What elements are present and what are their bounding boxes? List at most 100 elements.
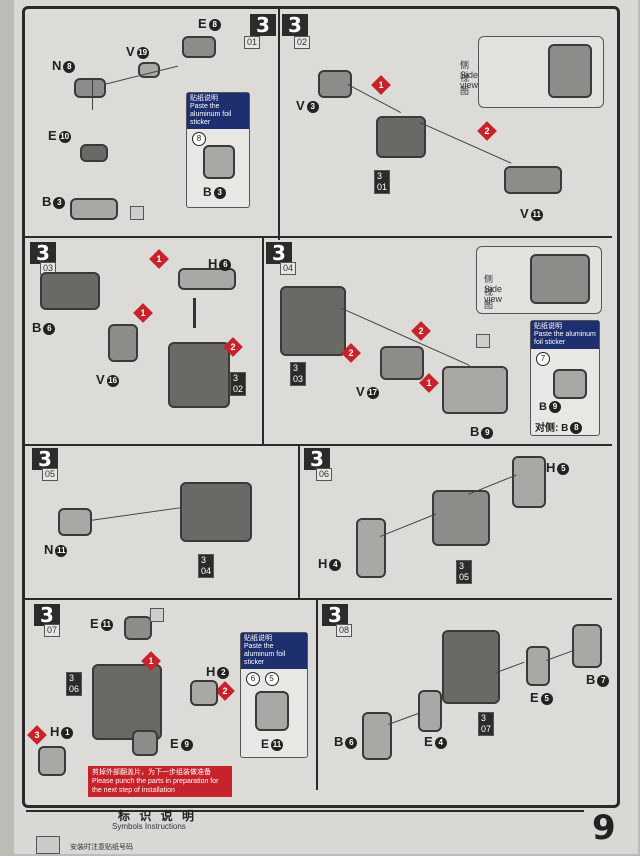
step-ref: 3 03 <box>290 362 307 386</box>
part-h6 <box>178 268 236 290</box>
step-order-marker: 1 <box>419 373 439 393</box>
side-view-sub: Side view <box>460 70 479 90</box>
step-number: 3 <box>250 14 276 36</box>
step-order-marker: 2 <box>223 337 243 357</box>
part-v3 <box>318 70 352 98</box>
divider <box>316 600 318 790</box>
step-number: 3 <box>30 242 56 264</box>
symbols-section <box>26 810 584 856</box>
warning-note: 剪掉外部翻盖片，为下一步组装做准备 Please punch the parts… <box>88 766 232 797</box>
step-sub: 01 <box>244 36 261 49</box>
step-order-marker: 1 <box>133 303 153 323</box>
symbol-description: 安装时注意贴纸号码 <box>70 844 133 851</box>
sticker-symbol-icon <box>36 836 60 854</box>
divider <box>24 444 612 446</box>
step-sub: 08 <box>336 624 353 637</box>
divider <box>278 8 280 240</box>
step-order-marker: 1 <box>141 651 161 671</box>
step-sub: 05 <box>42 468 59 481</box>
part-main-body <box>180 482 252 542</box>
step-number: 3 <box>304 448 330 470</box>
part-b3 <box>70 198 118 220</box>
step-ref: 3 05 <box>456 560 473 584</box>
step-order-marker: 2 <box>411 321 431 341</box>
part-b6 <box>40 272 100 310</box>
divider <box>262 238 264 444</box>
part-v16 <box>108 324 138 362</box>
part-e9 <box>132 730 158 756</box>
side-view-title: 侧视图 <box>460 60 470 96</box>
part-main-body <box>168 342 230 408</box>
part-e11 <box>124 616 152 640</box>
assembly-arrow <box>92 78 93 110</box>
side-view-sub: Side view <box>484 284 503 304</box>
step-order-marker: 2 <box>215 681 235 701</box>
divider <box>24 236 612 238</box>
step-ref: 3 01 <box>374 170 391 194</box>
side-view-part <box>548 44 592 98</box>
sticker-symbol <box>150 608 164 622</box>
step-number: 3 <box>266 242 292 264</box>
assembly-arrow <box>193 298 196 328</box>
step-order-marker: 2 <box>477 121 497 141</box>
part-e10 <box>80 144 108 162</box>
step-order-marker: 1 <box>371 75 391 95</box>
step-order-marker: 1 <box>149 249 169 269</box>
part-v11 <box>504 166 562 194</box>
part-e8 <box>182 36 216 58</box>
step-sub: 04 <box>280 262 297 275</box>
page-number: 9 <box>592 808 616 848</box>
part-main-body <box>280 286 346 356</box>
part-b6 <box>362 712 392 760</box>
step-sub: 07 <box>44 624 61 637</box>
step-ref: 3 04 <box>198 554 215 578</box>
part-h2 <box>190 680 218 706</box>
sticker-symbol <box>130 206 144 220</box>
part-n11 <box>58 508 92 536</box>
step-number: 3 <box>34 604 60 626</box>
step-ref: 3 02 <box>230 372 247 396</box>
side-view-title: 侧视图 <box>484 274 494 310</box>
part-e4 <box>418 690 442 732</box>
symbols-subtitle: Symbols Instructions <box>112 822 186 831</box>
sticker-symbol <box>476 334 490 348</box>
step-ref: 3 06 <box>66 672 83 696</box>
divider <box>24 598 612 600</box>
sticker-part-shape <box>255 691 289 731</box>
step-number: 3 <box>32 448 58 470</box>
step-number: 3 <box>282 14 308 36</box>
divider <box>298 446 300 598</box>
part-n8 <box>74 78 106 98</box>
part-main-body <box>92 664 162 740</box>
sticker-part-shape <box>553 369 587 399</box>
part-h1 <box>38 746 66 776</box>
step-ref: 3 07 <box>478 712 495 736</box>
part-b9 <box>442 366 508 414</box>
part-main-body <box>442 630 500 704</box>
step-sub: 02 <box>294 36 311 49</box>
